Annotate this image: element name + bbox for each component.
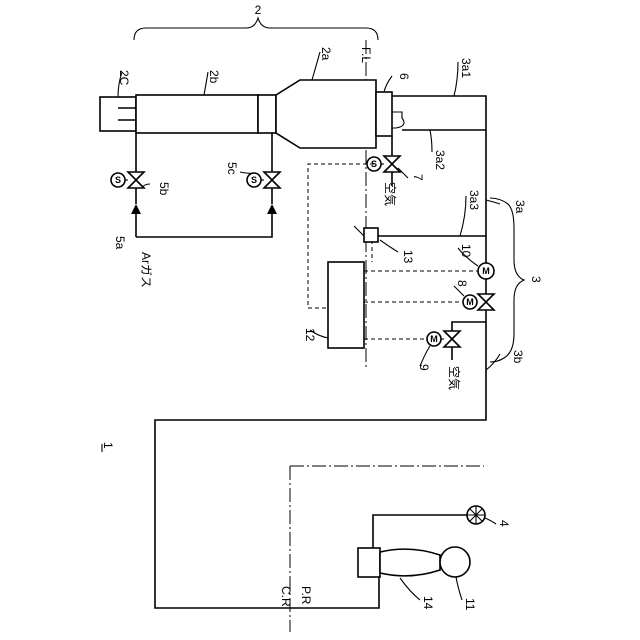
label-valve-5b: 5b xyxy=(157,182,171,196)
label-sensor: 13 xyxy=(401,250,415,264)
part-6-body xyxy=(376,92,392,136)
stack-flange xyxy=(258,95,276,133)
arrow-5b xyxy=(131,204,141,214)
motor-symbol-9: M xyxy=(430,334,438,344)
label-part-6: 6 xyxy=(397,73,411,80)
label-room-cr: C.R xyxy=(279,586,293,607)
label-tank-head: 14 xyxy=(421,596,435,610)
valve-5b-icon: S xyxy=(111,172,144,188)
label-part-7: 7 xyxy=(411,174,425,181)
leader-tank-head xyxy=(400,578,420,600)
label-line-a1: 3a1 xyxy=(459,58,473,78)
label-floor-line: F.L xyxy=(359,47,373,63)
top-unit-2c xyxy=(100,97,136,131)
solenoid-symbol-5c: S xyxy=(251,175,257,185)
motor-valve-8-icon: M xyxy=(463,294,494,310)
leader-blower xyxy=(485,518,496,524)
label-stack: 2b xyxy=(207,70,221,84)
brace-apparatus xyxy=(134,18,378,40)
label-line-group: 3 xyxy=(529,276,543,283)
air-pipe-9 xyxy=(452,322,486,360)
label-motor-valve-9: 9 xyxy=(417,364,431,371)
label-motor-valve-8: 8 xyxy=(455,280,469,287)
label-line-a: 3a xyxy=(513,200,527,214)
label-apparatus: 2 xyxy=(255,3,262,17)
solenoid-symbol-5b: S xyxy=(115,175,121,185)
motor-10-icon: M xyxy=(478,263,494,279)
stack-2b xyxy=(136,95,258,133)
gas-header xyxy=(136,212,272,237)
leader-line-a1 xyxy=(454,62,458,96)
pipe-main xyxy=(155,96,486,608)
tank-11-icon xyxy=(358,547,470,577)
brace-line-group xyxy=(490,198,524,362)
label-line-b: 3b xyxy=(511,350,525,364)
arrow-5c xyxy=(267,204,277,214)
label-vessel: 2a xyxy=(319,47,333,61)
leader-vessel xyxy=(312,52,320,80)
label-air-2: 空気 xyxy=(447,366,462,390)
controller-12 xyxy=(328,262,364,348)
leader-part-7 xyxy=(398,168,408,178)
sensor-13 xyxy=(364,228,378,242)
label-valve-5c: 5c xyxy=(225,162,239,175)
leader-line-a2 xyxy=(430,130,432,152)
label-gas-feed: 5a xyxy=(113,236,127,250)
leader-tank xyxy=(456,577,462,600)
label-blower: 4 xyxy=(497,520,511,527)
leader-sensor xyxy=(380,240,398,252)
label-line-a2: 3a2 xyxy=(433,150,447,170)
valve-5c-icon: S xyxy=(247,172,280,188)
leader-motor-valve-8 xyxy=(454,286,464,296)
leader-motor-valve-9 xyxy=(420,346,430,366)
sensor-probe xyxy=(354,226,364,236)
pipe-blower xyxy=(373,515,468,548)
leader-line-a xyxy=(486,200,500,204)
label-room-pr: P.R xyxy=(299,586,313,605)
motor-valve-9-icon: M xyxy=(427,331,460,347)
label-system: 1 xyxy=(101,442,115,449)
label-line-a3: 3a3 xyxy=(467,190,481,210)
leader-stack xyxy=(204,72,208,95)
motor-symbol-8: M xyxy=(466,297,474,307)
coupling-detail xyxy=(392,112,404,128)
vessel-2a xyxy=(276,80,376,148)
label-gas-name: Arガス xyxy=(139,252,153,288)
label-air-1: 空気 xyxy=(383,182,398,206)
label-tank: 11 xyxy=(463,598,477,611)
leader-part-6 xyxy=(384,76,392,92)
leader-line-a3 xyxy=(460,196,466,236)
motor-symbol-10: M xyxy=(482,266,490,276)
blower-4-icon xyxy=(467,506,485,524)
